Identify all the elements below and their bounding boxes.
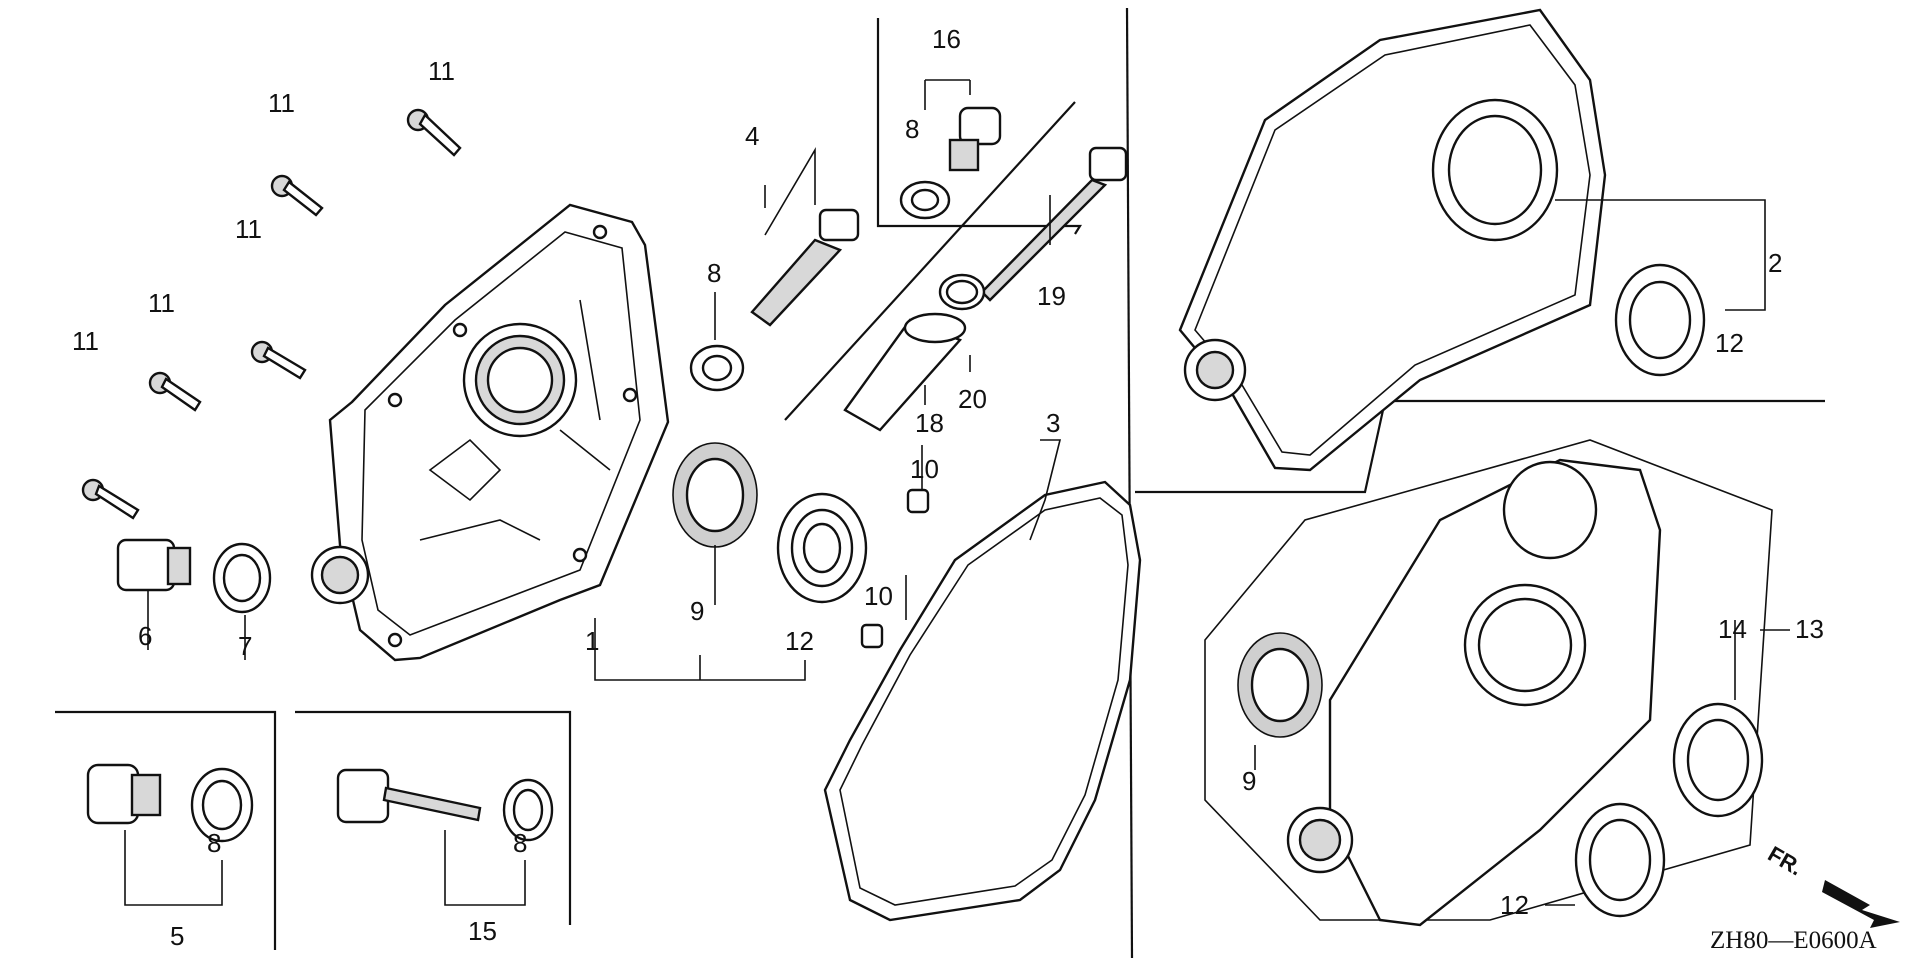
bearing-12-lower (1574, 802, 1666, 918)
callout-11-e: 11 (72, 326, 99, 356)
dowel-pins (860, 488, 930, 649)
callout-8-plug: 8 (905, 114, 919, 144)
callout-19: 19 (1037, 281, 1066, 311)
callout-5: 5 (170, 921, 184, 951)
callout-10-lower: 10 (864, 581, 893, 611)
front-direction-arrow: FR. (1764, 841, 1900, 928)
callout-10-upper: 10 (910, 454, 939, 484)
callout-8-box15: 8 (513, 828, 527, 858)
section-dividers (55, 7, 1825, 958)
oil-seal-9 (672, 442, 758, 548)
callout-20: 20 (958, 384, 987, 414)
gasket-ring-20 (938, 273, 986, 311)
bearing-12 (776, 492, 868, 604)
bolt (250, 340, 307, 380)
oil-dipstick-4 (689, 208, 860, 392)
callout-9-lower: 9 (1242, 766, 1256, 796)
callout-8-dipstick: 8 (707, 258, 721, 288)
bearing-14 (1672, 702, 1764, 818)
callout-12-upper-right: 12 (1715, 328, 1744, 358)
callout-2: 2 (1768, 248, 1782, 278)
cover-assembly-13 (1204, 439, 1773, 927)
oil-seal-9-lower (1237, 632, 1323, 738)
callout-15: 15 (468, 916, 497, 946)
callout-6: 6 (138, 621, 152, 651)
callout-9: 9 (690, 596, 704, 626)
callout-16: 16 (932, 24, 961, 54)
drain-plug (116, 538, 192, 592)
oil-dipstick-19 (980, 146, 1128, 302)
flange-bolts (81, 108, 462, 520)
leader-lines (124, 79, 1790, 906)
callout-4: 4 (745, 121, 759, 151)
callout-8-box5: 8 (207, 828, 221, 858)
washer-7 (212, 542, 272, 614)
callout-labels: 1 2 3 4 5 6 7 8 8 8 8 9 9 10 10 11 11 11… (72, 24, 1824, 951)
front-direction-label: FR. (1764, 841, 1807, 880)
callout-18: 18 (915, 408, 944, 438)
diagram-code: ZH80—E0600A (1710, 927, 1877, 954)
dipstick-assembly-15 (336, 768, 554, 842)
callout-12: 12 (785, 626, 814, 656)
bolt (406, 108, 462, 157)
callout-11-b: 11 (268, 88, 295, 118)
callout-13: 13 (1795, 614, 1824, 644)
bolt (81, 478, 140, 520)
callout-14: 14 (1718, 614, 1747, 644)
plug-16 (899, 106, 1002, 220)
callout-11-d: 11 (148, 288, 175, 318)
callout-12-lower: 12 (1500, 890, 1529, 920)
bearing-12-upper-right (1614, 263, 1706, 377)
plug-assembly-5 (86, 763, 254, 843)
crankcase-cover-main (310, 203, 670, 662)
callout-11-a: 11 (428, 56, 455, 86)
bolt (270, 174, 324, 217)
bolt (148, 371, 202, 412)
filler-neck-18 (843, 312, 967, 432)
callout-11-c: 11 (235, 214, 262, 244)
crankcase-cover-assy-2 (1178, 8, 1607, 472)
callout-3: 3 (1046, 408, 1060, 438)
gasket-3 (823, 480, 1142, 922)
callout-1: 1 (585, 626, 599, 656)
callout-7: 7 (238, 631, 252, 661)
